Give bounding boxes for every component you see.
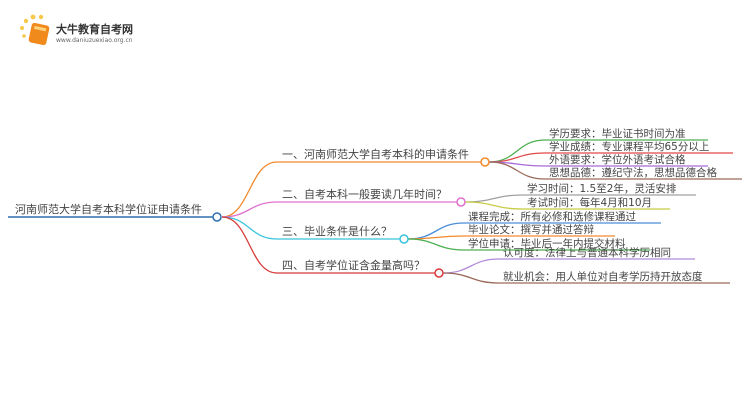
branch-label: 三、毕业条件是什么？ <box>282 224 392 238</box>
branch-label: 二、自考本科一般要读几年时间？ <box>282 187 447 201</box>
branch-node-circle <box>399 234 409 244</box>
book-logo-icon <box>20 14 50 46</box>
logo-title: 大牛教育自考网 <box>56 23 133 36</box>
leaf-label: 学习时间：1.5至2年，灵活安排 <box>527 182 677 195</box>
leaf-label: 课程完成：所有必修和选修课程通过 <box>468 210 636 223</box>
leaf-label: 学历要求：毕业证书时间为准 <box>549 127 686 140</box>
leaf-connector <box>464 201 524 210</box>
logo-url: www.daniuzuexiao.org.cn <box>56 37 133 44</box>
branch-connector <box>221 216 278 240</box>
leaf-label: 思想品德：遵纪守法，思想品德合格 <box>549 166 717 179</box>
branch-label: 一、河南师范大学自考本科的申请条件 <box>282 147 469 161</box>
branch-connector <box>221 216 278 274</box>
branch-node-circle <box>480 157 490 167</box>
leaf-connector <box>464 194 524 203</box>
leaf-connector <box>488 139 546 163</box>
branch-label: 四、自考学位证含金量高吗？ <box>282 258 425 272</box>
branch-node-circle <box>456 197 466 207</box>
branch-connector <box>221 161 278 218</box>
root-node-circle <box>212 212 222 222</box>
leaf-label: 外语要求：学位外语考试合格 <box>549 153 686 166</box>
leaf-label: 学位申请：毕业后一年内提交材料 <box>468 237 626 250</box>
branch-connector <box>221 201 278 218</box>
root-node-label: 河南师范大学自考本科学位证申请条件 <box>15 202 202 216</box>
leaf-label: 学业成绩：专业课程平均65分以上 <box>549 140 709 153</box>
branch-node-circle <box>434 268 444 278</box>
leaf-label: 就业机会：用人单位对自考学历持开放态度 <box>503 270 703 283</box>
leaf-connector <box>442 258 500 274</box>
leaf-connector <box>407 238 465 251</box>
leaf-label: 毕业论文：撰写并通过答辩 <box>468 223 594 236</box>
leaf-connector <box>488 161 546 180</box>
logo <box>18 14 128 46</box>
leaf-label: 考试时间：每年4月和10月 <box>527 196 652 209</box>
leaf-label: 认可度：法律上与普通本科学历相同 <box>503 246 671 259</box>
leaf-connector <box>407 235 465 240</box>
leaf-connector <box>442 272 500 284</box>
